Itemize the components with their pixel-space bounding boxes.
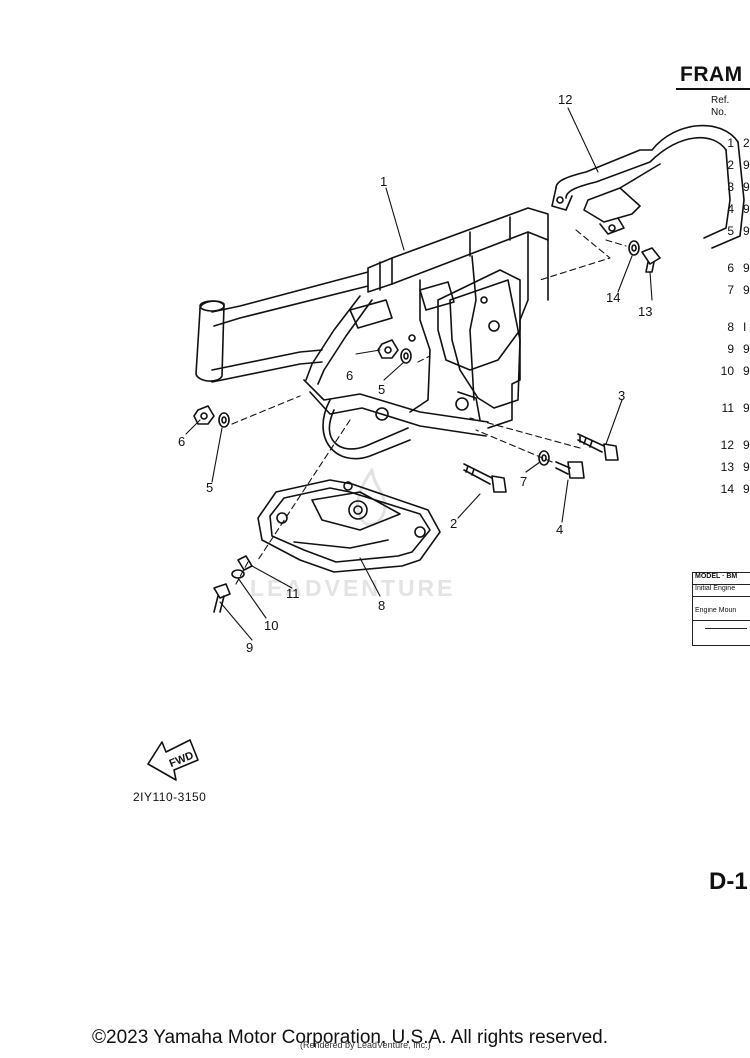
watermark-text: LEADVENTURE bbox=[250, 575, 456, 601]
callout-8[interactable]: 8 bbox=[378, 598, 385, 613]
model-box-line bbox=[705, 628, 747, 629]
bolt-3[interactable] bbox=[577, 433, 619, 461]
callout-1[interactable]: 1 bbox=[380, 174, 387, 189]
assembly-lines bbox=[231, 229, 627, 585]
callout-3[interactable]: 3 bbox=[618, 388, 625, 403]
diagram-title: FRAM bbox=[680, 63, 743, 86]
washer-10[interactable] bbox=[231, 569, 245, 579]
model-info-box: MODEL · BM Initial Engine Engine Moun bbox=[692, 572, 750, 646]
callout-13[interactable]: 13 bbox=[638, 304, 652, 319]
callout-11[interactable]: 11 bbox=[286, 586, 300, 601]
rear-guard[interactable] bbox=[551, 124, 745, 249]
fwd-arrow-icon: FWD bbox=[147, 739, 199, 781]
callout-numbers: 1 2 3 4 5 6 5 6 7 8 9 10 11 12 13 14 bbox=[178, 92, 652, 655]
bolt-9[interactable] bbox=[213, 583, 231, 613]
rendered-by-note: (Rendered by LeadVenture, Inc.) bbox=[300, 1040, 431, 1050]
no-label: No. bbox=[711, 107, 727, 118]
title-rule bbox=[676, 88, 750, 90]
callout-10[interactable]: 10 bbox=[264, 618, 278, 633]
ref-column-header: Ref. No. bbox=[711, 95, 729, 119]
page-number: D-1 bbox=[709, 868, 748, 895]
nut-6-outer[interactable] bbox=[193, 405, 215, 425]
callout-5-inner[interactable]: 5 bbox=[378, 382, 385, 397]
callout-2[interactable]: 2 bbox=[450, 516, 457, 531]
leader-lines bbox=[185, 107, 653, 641]
initial-engine-row: Initial Engine bbox=[693, 585, 750, 597]
washer-14[interactable] bbox=[628, 240, 640, 256]
callout-6[interactable]: 6 bbox=[178, 434, 185, 449]
bolt-2[interactable] bbox=[463, 463, 507, 493]
washer-5-outer[interactable] bbox=[218, 412, 230, 428]
callout-5[interactable]: 5 bbox=[206, 480, 213, 495]
callout-9[interactable]: 9 bbox=[246, 640, 253, 655]
copyright-notice: ©2023 Yamaha Motor Corporation, U.S.A. A… bbox=[92, 1027, 608, 1048]
callout-4[interactable]: 4 bbox=[556, 522, 563, 537]
bolt-4[interactable] bbox=[555, 461, 585, 479]
collar-11[interactable] bbox=[237, 555, 253, 571]
ref-label: Ref. bbox=[711, 95, 730, 106]
callout-12[interactable]: 12 bbox=[558, 92, 572, 107]
callout-7[interactable]: 7 bbox=[520, 474, 527, 489]
washer-5-inner[interactable] bbox=[400, 348, 412, 364]
skid-plate[interactable] bbox=[257, 479, 441, 573]
callout-14[interactable]: 14 bbox=[606, 290, 620, 305]
washer-7[interactable] bbox=[538, 450, 550, 466]
illustration-code: 2IY110-3150 bbox=[133, 790, 207, 804]
model-row: MODEL · BM bbox=[693, 573, 750, 585]
nut-6-inner[interactable] bbox=[377, 339, 399, 359]
callout-6-inner[interactable]: 6 bbox=[346, 368, 353, 383]
main-frame[interactable] bbox=[195, 207, 549, 460]
bolt-13[interactable] bbox=[641, 247, 661, 273]
engine-mount-row: Engine Moun bbox=[693, 607, 750, 621]
